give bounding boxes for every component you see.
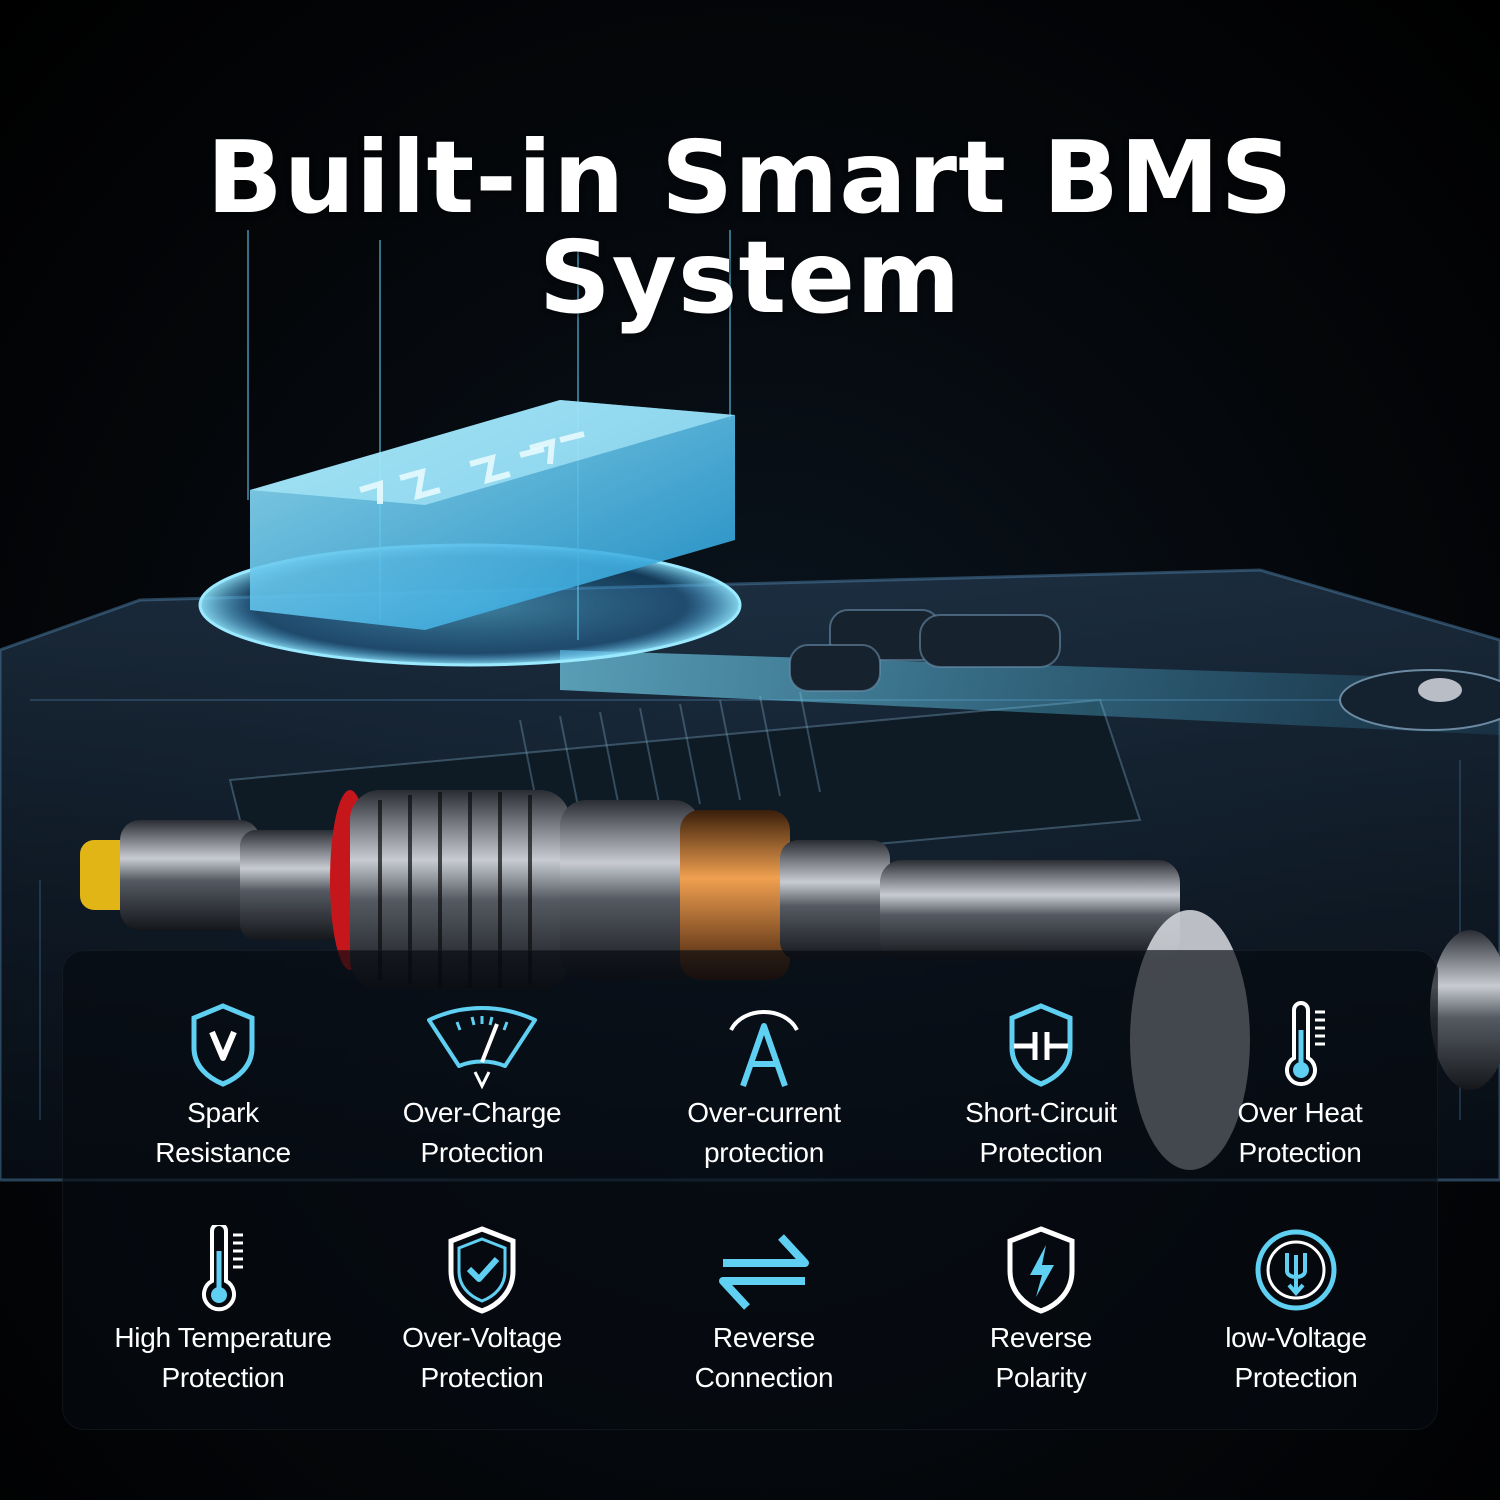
lightning-shield-icon: [1007, 1226, 1075, 1314]
feature-label: Over-current: [687, 1097, 841, 1128]
feature-label: Reverse: [712, 1322, 816, 1353]
feature-item: Spark Resistance: [93, 1000, 353, 1170]
feature-label: Protection: [420, 1362, 544, 1393]
feature-item: Over-current protection: [634, 1000, 894, 1170]
feature-item: Over-Voltage Protection: [352, 1225, 612, 1395]
feature-label: Protection: [979, 1137, 1103, 1168]
page-title: Built-in Smart BMS System: [206, 119, 1294, 336]
feature-label: Protection: [1238, 1137, 1362, 1168]
capacitor-shield-icon: [1009, 1003, 1073, 1087]
feature-label: Polarity: [995, 1362, 1087, 1393]
feature-label: Reverse: [989, 1322, 1093, 1353]
feature-label: Spark: [187, 1097, 259, 1128]
feature-label: Protection: [161, 1362, 285, 1393]
feature-label: low-Voltage: [1225, 1322, 1367, 1353]
feature-label: High Temperature: [114, 1322, 332, 1353]
feature-label: Resistance: [155, 1137, 291, 1168]
feature-label: protection: [704, 1137, 824, 1168]
feature-item: High Temperature Protection: [93, 1225, 353, 1395]
feature-item: Short-Circuit Protection: [911, 1000, 1171, 1170]
feature-panel: Spark Resistance Over-Charge Protection …: [62, 950, 1438, 1430]
feature-item: Over-Charge Protection: [352, 1000, 612, 1170]
check-shield-icon: [448, 1226, 516, 1314]
feature-item: Reverse Polarity: [911, 1225, 1171, 1395]
thermometer-icon: [1285, 1001, 1325, 1087]
thermometer-icon: [202, 1225, 243, 1312]
low-voltage-icon: [1255, 1229, 1337, 1311]
feature-label: Protection: [1234, 1362, 1358, 1393]
feature-item: low-Voltage Protection: [1166, 1225, 1426, 1395]
feature-label: Over Heat: [1237, 1097, 1363, 1128]
ampere-icon: [729, 1010, 799, 1087]
feature-label: Protection: [420, 1137, 544, 1168]
feature-label: Connection: [694, 1362, 834, 1393]
feature-label: Over-Charge: [402, 1097, 562, 1128]
feature-item: Reverse Connection: [634, 1225, 894, 1395]
reverse-arrows-icon: [719, 1234, 809, 1310]
feature-item: Over Heat Protection: [1170, 1000, 1430, 1170]
v-shield-icon: [191, 1003, 255, 1087]
voltmeter-gauge-icon: [427, 1006, 537, 1090]
feature-label: Over-Voltage: [402, 1322, 562, 1353]
feature-label: Short-Circuit: [965, 1097, 1117, 1128]
